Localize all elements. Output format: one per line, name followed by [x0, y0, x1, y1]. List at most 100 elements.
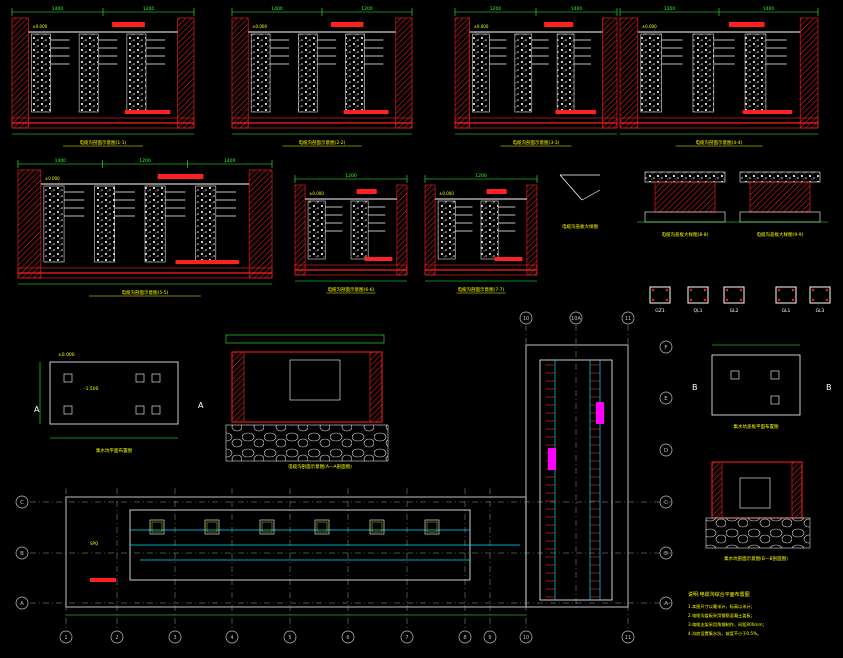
red-tag	[157, 174, 204, 179]
axis-label: 3	[173, 635, 176, 641]
gravel-block	[640, 33, 662, 113]
red-tag	[544, 22, 574, 27]
axis-label: 10	[523, 635, 529, 641]
wall-right	[395, 17, 413, 129]
elevation-label: -1.500	[84, 386, 99, 392]
dim-band	[225, 334, 385, 344]
axis-bubble	[659, 596, 673, 610]
red-tag	[494, 257, 523, 261]
rebar-dot	[791, 298, 795, 302]
pit-box	[135, 405, 145, 415]
rebar-label: GL3	[816, 308, 825, 314]
gravel-block	[298, 33, 318, 113]
dimension-label: 1200	[345, 173, 357, 179]
axis-bubble	[15, 546, 29, 560]
slab-bottom	[739, 211, 821, 223]
rebar-dot	[811, 288, 815, 292]
red-tag	[742, 110, 793, 114]
red-tag	[343, 110, 389, 114]
axis-label: B	[20, 551, 24, 557]
equipment-inner	[371, 521, 383, 533]
equipment-box	[369, 519, 385, 535]
axis-label: 10A	[571, 316, 581, 322]
detail-core	[749, 181, 811, 213]
notes: 说明:电缆沟综合平面布置图1.本图尺寸以毫米计，标高以米计；2.电缆沟盖板采用钢…	[688, 591, 767, 637]
wall-right	[799, 17, 819, 129]
wall-left	[231, 17, 249, 129]
elevation-label: ±0.000	[45, 176, 60, 181]
pit-wall	[231, 351, 383, 423]
dimension-label: 1200	[475, 173, 487, 179]
gravel-block	[350, 200, 369, 260]
section-marker: B	[692, 383, 698, 392]
red-tag	[124, 110, 171, 114]
detail-title: 电缆沟盖板大样图(8-8)	[662, 231, 709, 238]
elevation-label: ±0.000	[309, 191, 324, 196]
axis-label: 6	[346, 635, 349, 641]
gravel-block	[472, 33, 490, 113]
pit-wall-left	[711, 461, 723, 519]
notes-line: 3.电缆支架采用角钢制作，间距800mm；	[688, 621, 767, 628]
gravel-block	[126, 33, 147, 113]
axis-bubble	[110, 630, 124, 644]
axis-label: 11	[625, 635, 631, 641]
axis-bubble	[659, 391, 673, 405]
rebar-dot	[651, 288, 655, 292]
equipment-inner	[261, 521, 273, 533]
gravel-block	[692, 33, 715, 113]
axis-bubble	[225, 630, 239, 644]
equipment-magenta	[548, 448, 556, 470]
pit-wall-right	[369, 351, 383, 423]
wall-left	[454, 17, 470, 129]
pit-wall-right	[791, 461, 803, 519]
rebar-dot	[665, 288, 669, 292]
equipment-inner	[426, 521, 438, 533]
rebar-dot	[825, 288, 829, 292]
axis-bubble	[283, 630, 297, 644]
rebar-outline	[775, 286, 797, 304]
axis-label: 8	[463, 635, 466, 641]
elevation-label: ±0.000	[252, 24, 267, 29]
equipment-magenta	[596, 402, 604, 424]
wall-right	[248, 169, 273, 279]
pit-box	[770, 395, 780, 405]
elevation-label: ±0.000	[58, 352, 75, 358]
plan-title: 集水坑平面布置图	[96, 447, 132, 454]
red-tag	[728, 22, 765, 27]
pit-outline	[711, 354, 801, 416]
gravel-block	[345, 33, 365, 113]
equipment-box	[149, 519, 165, 535]
equipment-inner	[316, 521, 328, 533]
rebar-section-0: GZ1	[649, 286, 671, 314]
axis-label: A	[20, 601, 24, 607]
detail-cover-2: 电缆沟盖板大样图(9-9)	[732, 171, 828, 238]
dimension-label: 1400	[271, 6, 283, 12]
equipment-inner	[151, 521, 163, 533]
rebar-dot	[689, 288, 693, 292]
axis-bubble	[519, 311, 533, 325]
rebar-label: GL1	[782, 308, 791, 314]
section-title: 电缆沟剖面示意图(3-3)	[513, 139, 560, 146]
wall-left	[619, 17, 639, 129]
dimension-label: 1200	[664, 6, 676, 12]
red-tag	[555, 110, 596, 114]
rebar-dot	[725, 298, 729, 302]
rebar-section-1: QL1	[687, 286, 709, 314]
rebar-dot	[725, 288, 729, 292]
axis-bubble	[621, 630, 635, 644]
gravel-block	[78, 33, 99, 113]
plan-title: 集水坑盖板平面布置图	[734, 423, 779, 430]
slab-top	[739, 171, 821, 183]
equipment-box	[314, 519, 330, 535]
section-b-b: 集水坑剖面示意图(B—B剖面图)	[705, 461, 811, 562]
axis-label: C	[664, 500, 668, 506]
wall-right	[602, 17, 618, 129]
pit-box	[135, 373, 145, 383]
axis-bubble	[15, 596, 29, 610]
